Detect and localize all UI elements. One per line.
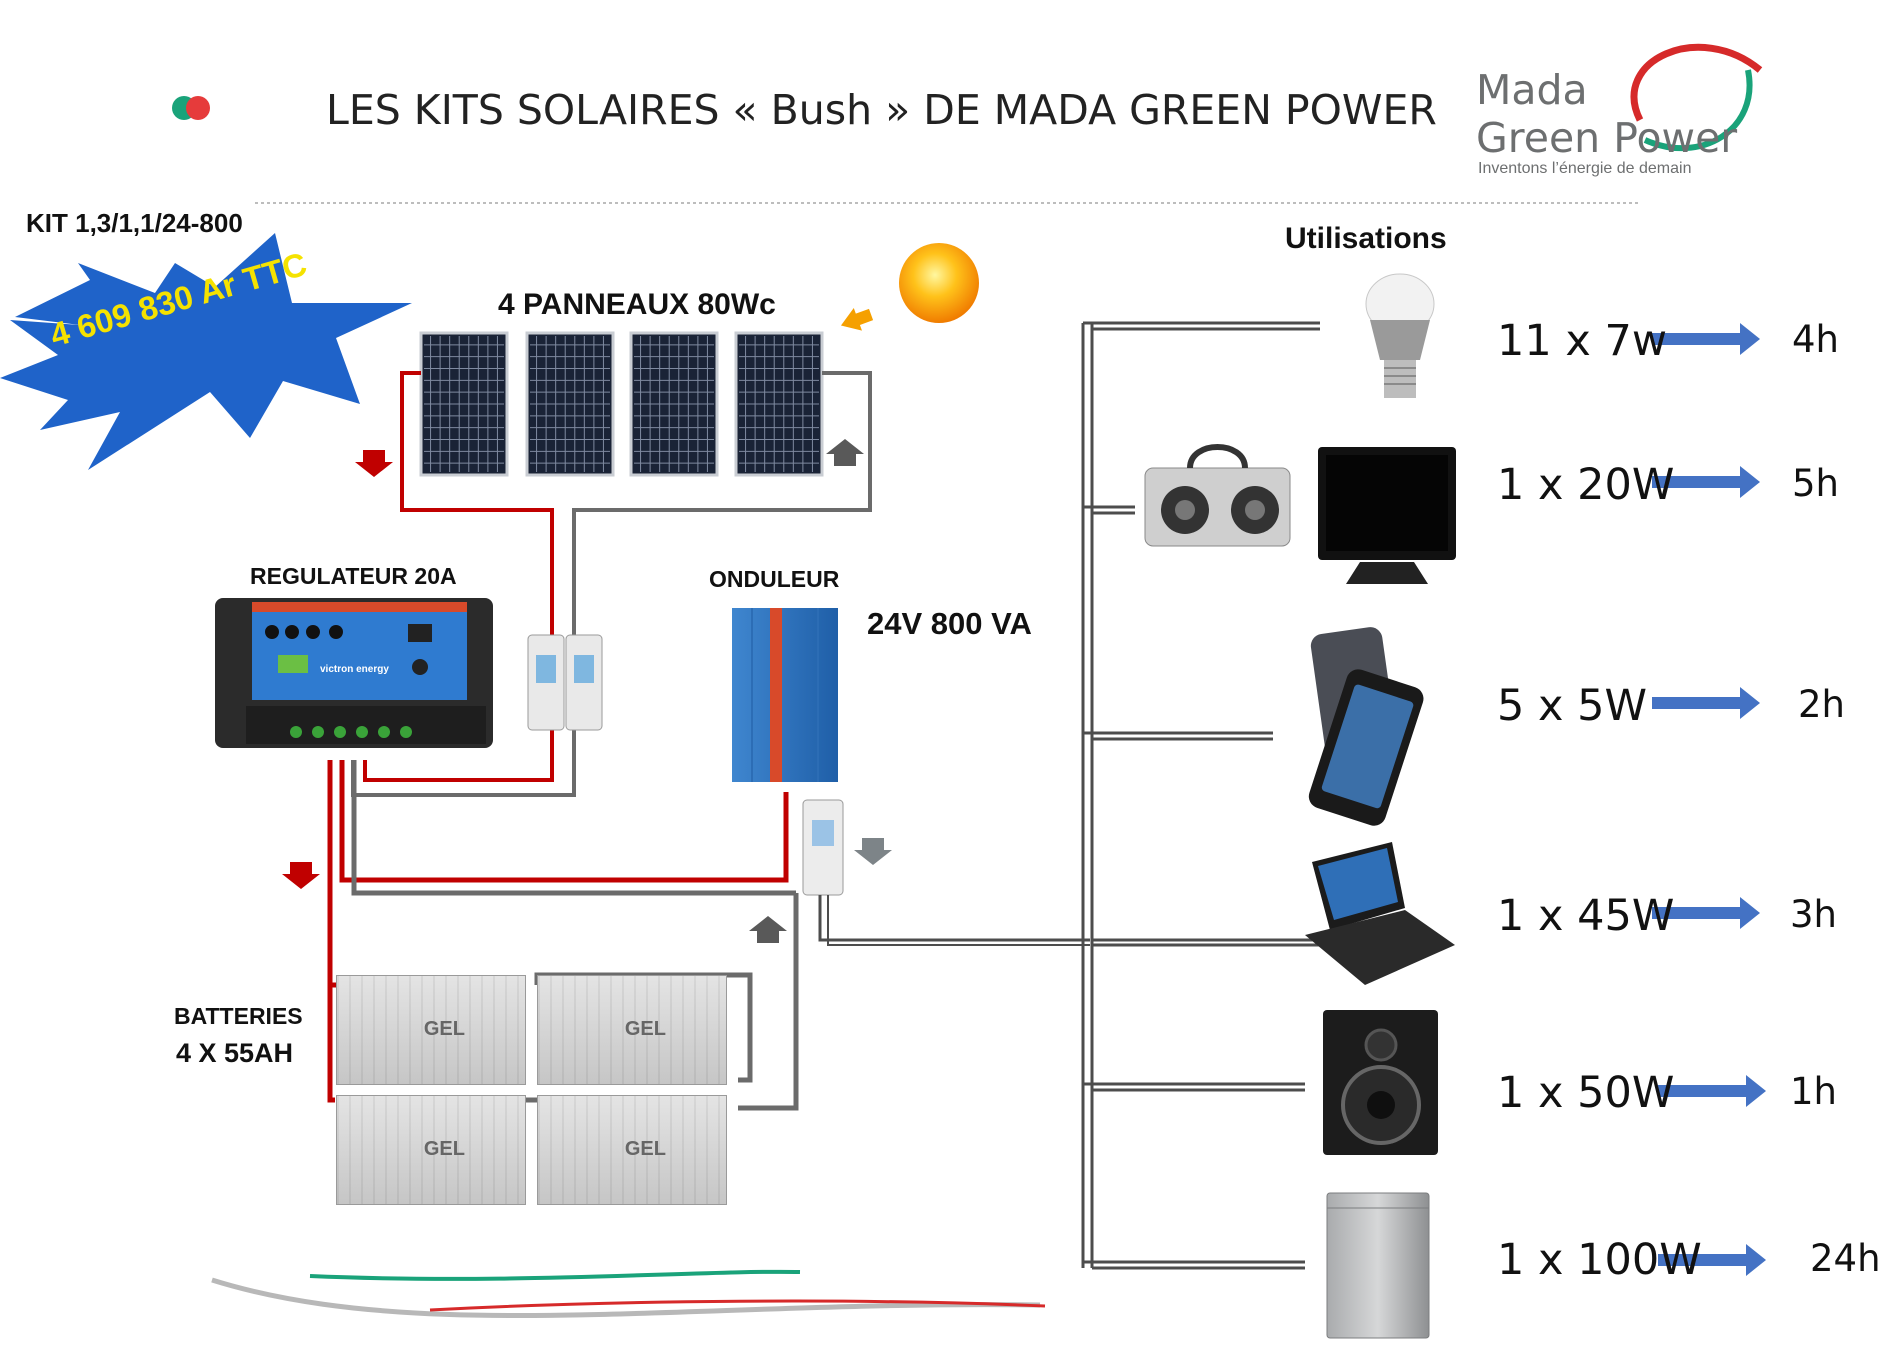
ac-breaker (802, 799, 844, 896)
use-spec-5: 1 x 50W (1497, 1068, 1675, 1118)
arrow-4 (1652, 897, 1760, 929)
phone-icon (1308, 627, 1424, 826)
ac-breaker-lever (812, 820, 834, 846)
logo-swoosh-red (1630, 43, 1763, 122)
use-duration-4: 3h (1790, 893, 1837, 936)
battery-3: GEL (336, 1095, 526, 1205)
radio-icon (1144, 444, 1291, 547)
sun-icon (899, 243, 979, 323)
battery-brand: GEL (423, 1018, 465, 1040)
use-duration-1: 4h (1792, 318, 1839, 361)
regulator-device (215, 598, 493, 748)
panel-wire-positive (363, 371, 554, 782)
inverter-device (732, 608, 838, 782)
ac-output-wire-2 (827, 895, 1090, 946)
use-duration-6: 24h (1810, 1237, 1881, 1280)
use-duration-3: 2h (1798, 683, 1845, 726)
sunlight-arrow (840, 308, 874, 331)
arrow-5 (1658, 1075, 1766, 1107)
up-arrow-grey (826, 439, 864, 466)
footer-swoosh-grey (211, 1277, 1041, 1319)
up-arrow-grey-battery (749, 916, 787, 943)
logo-text: Mada Green Power (1476, 66, 1737, 162)
batteries-label: BATTERIES (174, 1003, 303, 1029)
speaker-icon (1323, 1010, 1438, 1155)
regulator-brand: victron energy (320, 664, 389, 675)
use-spec-6: 1 x 100W (1497, 1235, 1702, 1285)
arrow-3 (1652, 687, 1760, 719)
kit-code: KIT 1,3/1,1/24-800 (26, 208, 243, 238)
down-arrow-red-battery (282, 862, 320, 889)
logo-line-1: Mada (1476, 66, 1588, 114)
batteries-capacity: 4 X 55AH (176, 1038, 294, 1068)
uses-heading: Utilisations (1285, 222, 1447, 255)
panel-cell-grid (424, 336, 819, 472)
battery-wires (327, 760, 799, 1111)
arrow-1 (1652, 323, 1760, 355)
battery-1: GEL (336, 975, 526, 1085)
use-duration-5: 1h (1790, 1070, 1837, 1113)
down-arrow-grey (854, 838, 892, 865)
battery-brand: GEL (624, 1138, 666, 1160)
logo-line-2: Green Power (1476, 114, 1738, 162)
use-spec-4: 1 x 45W (1497, 891, 1675, 941)
logo-tagline: Inventons l’énergie de demain (1478, 160, 1692, 177)
use-spec-2: 1 x 20W (1497, 460, 1675, 510)
use-duration-2: 5h (1792, 462, 1839, 505)
logo-swoosh-green (1643, 69, 1753, 152)
footer-swoosh-red (429, 1299, 1046, 1312)
use-spec-3: 5 x 5W (1497, 681, 1648, 731)
battery-brand: GEL (624, 1018, 666, 1040)
laptop-icon (1305, 842, 1455, 985)
bullet-red (186, 96, 210, 120)
page-title: LES KITS SOLAIRES « Bush » DE MADA GREEN… (326, 86, 1437, 134)
fridge-icon (1326, 1192, 1430, 1339)
battery-2: GEL (537, 975, 727, 1085)
arrow-6 (1658, 1244, 1766, 1276)
regulator-label: REGULATEUR 20A (250, 563, 457, 589)
ac-output-wire (818, 895, 1090, 942)
logo-swoosh (1630, 43, 1763, 152)
duration-arrows (1652, 323, 1766, 1276)
battery-4: GEL (537, 1095, 727, 1205)
distribution-bus (1081, 321, 1322, 1270)
arrow-2 (1652, 466, 1760, 498)
bulb-icon (1365, 273, 1435, 398)
inverter-label: ONDULEUR (709, 566, 840, 592)
inverter-spec: 24V 800 VA (867, 606, 1032, 641)
footer-swoosh-green (309, 1269, 801, 1281)
dc-breakers (527, 634, 603, 731)
price-starburst (0, 233, 412, 470)
tv-icon (1318, 447, 1456, 584)
use-spec-1: 11 x 7w (1497, 316, 1668, 366)
battery-brand: GEL (423, 1138, 465, 1160)
panels-label: 4 PANNEAUX 80Wc (498, 288, 776, 321)
down-arrow-red (355, 450, 393, 477)
